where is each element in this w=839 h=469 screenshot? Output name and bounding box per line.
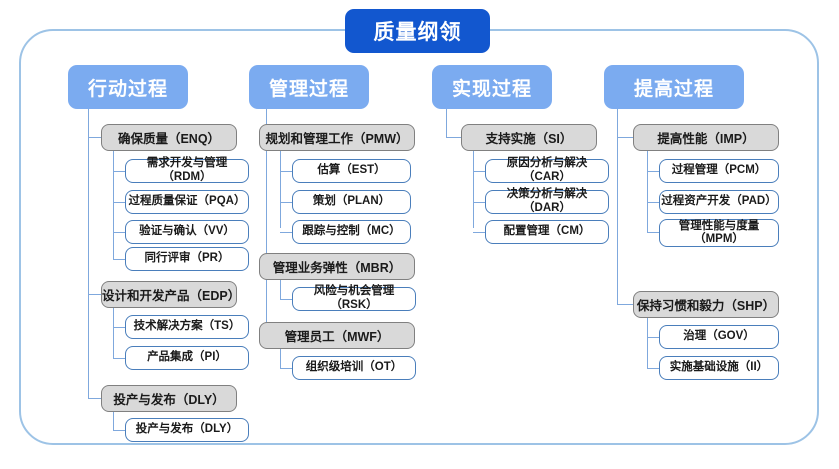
connector-trunk-col4 — [617, 109, 619, 305]
connector-stub — [280, 299, 292, 301]
group-box-shp[interactable]: 保持习惯和毅力（SHP） — [633, 291, 779, 318]
leaf-box-dar[interactable]: 决策分析与解决（DAR） — [485, 188, 609, 214]
leaf-box-gov[interactable]: 治理（GOV） — [659, 325, 779, 349]
connector-stub — [113, 232, 125, 234]
connector-stub-enq — [88, 137, 101, 139]
connector-trunk-col3 — [446, 109, 448, 138]
connector-branch-imp — [647, 151, 649, 232]
group-box-imp[interactable]: 提高性能（IMP） — [633, 124, 779, 151]
connector-branch-dly — [113, 412, 115, 431]
connector-stub — [473, 202, 485, 204]
connector-stub — [473, 232, 485, 234]
connector-branch-shp — [647, 318, 649, 368]
leaf-box-plan[interactable]: 策划（PLAN） — [292, 190, 411, 214]
connector-stub-edp — [88, 294, 101, 296]
connector-stub — [647, 171, 659, 173]
leaf-box-pqa[interactable]: 过程质量保证（PQA） — [125, 190, 249, 214]
leaf-box-est[interactable]: 估算（EST） — [292, 159, 411, 183]
group-box-enq[interactable]: 确保质量（ENQ） — [101, 124, 237, 151]
leaf-box-ot[interactable]: 组织级培训（OT） — [292, 356, 416, 380]
diagram-root-title: 质量纲领 — [345, 9, 490, 53]
connector-stub — [647, 232, 659, 234]
column-header-improve[interactable]: 提高过程 — [604, 65, 744, 109]
leaf-box-rdm[interactable]: 需求开发与管理（RDM） — [125, 157, 249, 183]
connector-stub — [280, 171, 292, 173]
column-header-action[interactable]: 行动过程 — [68, 65, 188, 109]
connector-stub — [280, 202, 292, 204]
column-header-manage[interactable]: 管理过程 — [249, 65, 369, 109]
connector-trunk-col2 — [266, 109, 268, 344]
leaf-box-dly-child[interactable]: 投产与发布（DLY） — [125, 418, 249, 442]
leaf-box-pcm[interactable]: 过程管理（PCM） — [659, 159, 779, 183]
connector-stub — [113, 358, 125, 360]
connector-branch-edp — [113, 308, 115, 358]
leaf-box-mc[interactable]: 跟踪与控制（MC） — [292, 220, 411, 244]
group-box-si[interactable]: 支持实施（SI） — [461, 124, 597, 151]
group-box-pmw[interactable]: 规划和管理工作（PMW） — [259, 124, 415, 151]
connector-stub — [280, 368, 292, 370]
group-box-dly[interactable]: 投产与发布（DLY） — [101, 385, 237, 412]
connector-stub — [647, 337, 659, 339]
connector-stub-imp — [617, 137, 633, 139]
connector-stub-dly — [88, 398, 101, 400]
connector-stub — [113, 259, 125, 261]
group-box-mbr[interactable]: 管理业务弹性（MBR） — [259, 253, 415, 280]
connector-stub — [647, 202, 659, 204]
connector-stub-si — [446, 137, 461, 139]
leaf-box-vv[interactable]: 验证与确认（VV） — [125, 220, 249, 244]
connector-stub — [113, 202, 125, 204]
connector-trunk-col1 — [88, 109, 90, 399]
connector-stub — [113, 327, 125, 329]
connector-stub — [280, 232, 292, 234]
column-header-implement[interactable]: 实现过程 — [432, 65, 552, 109]
connector-stub — [647, 368, 659, 370]
connector-branch-si — [473, 151, 475, 228]
leaf-box-cm[interactable]: 配置管理（CM） — [485, 220, 609, 244]
leaf-box-pr[interactable]: 同行评审（PR） — [125, 247, 249, 271]
connector-stub — [113, 171, 125, 173]
connector-branch-enq — [113, 151, 115, 259]
leaf-box-mpm[interactable]: 管理性能与度量 （MPM） — [659, 219, 779, 247]
leaf-box-ts[interactable]: 技术解决方案（TS） — [125, 315, 249, 339]
connector-branch-mwf — [280, 349, 282, 369]
group-box-edp[interactable]: 设计和开发产品（EDP） — [101, 281, 240, 308]
leaf-box-ii[interactable]: 实施基础设施（II） — [659, 356, 779, 380]
group-box-mwf[interactable]: 管理员工（MWF） — [259, 322, 415, 349]
leaf-box-pi[interactable]: 产品集成（PI） — [125, 346, 249, 370]
leaf-box-pad[interactable]: 过程资产开发（PAD） — [659, 190, 779, 214]
connector-branch-pmw — [280, 151, 282, 228]
connector-stub-shp — [617, 304, 633, 306]
connector-stub — [113, 430, 125, 432]
leaf-box-rsk[interactable]: 风险与机会管理（RSK） — [292, 285, 416, 311]
leaf-box-car[interactable]: 原因分析与解决（CAR） — [485, 157, 609, 183]
connector-branch-mbr — [280, 280, 282, 300]
connector-stub — [473, 171, 485, 173]
